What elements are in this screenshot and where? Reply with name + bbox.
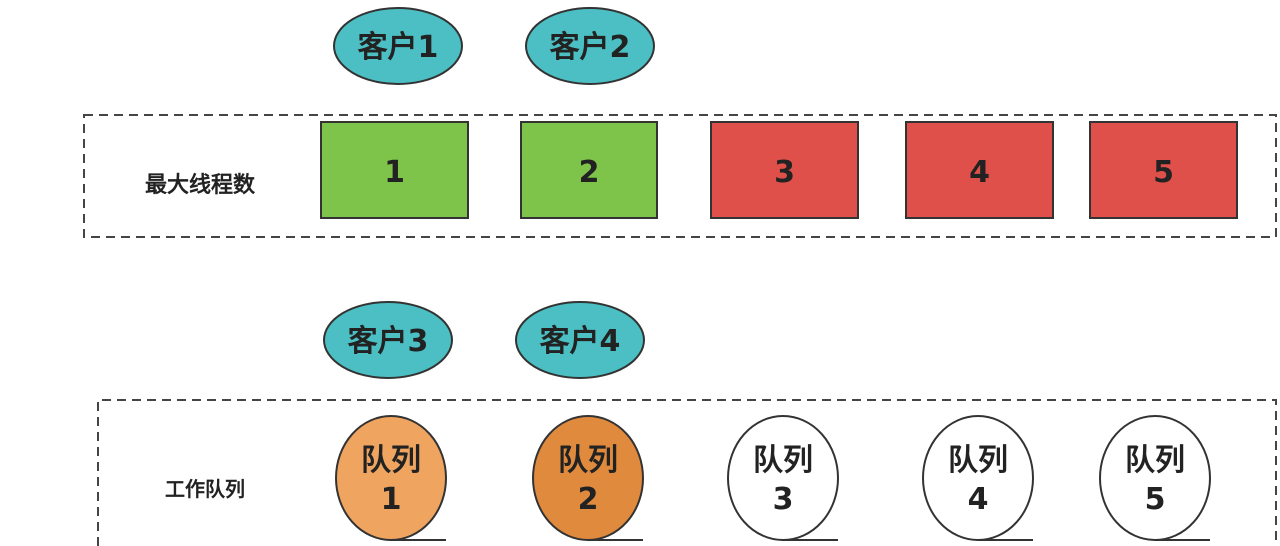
queue-number: 2 [578, 482, 599, 517]
client-label: 客户3 [348, 324, 429, 359]
queue-section: 工作队列 客户3 客户4 队列 1 队列 2 队列 3 队列 4 队列 5 [97, 301, 1277, 546]
thread-slot-5: 5 [1089, 121, 1238, 219]
queue-circle [335, 415, 447, 541]
client-2: 客户4 [515, 301, 645, 379]
queue-slot-2: 队列 2 [532, 415, 644, 541]
thread-number: 4 [969, 155, 990, 190]
client-label: 客户2 [550, 30, 631, 65]
queue-number: 3 [773, 482, 794, 517]
client-ellipse [333, 7, 463, 85]
queue-number: 1 [381, 482, 402, 517]
thread-number: 3 [774, 155, 795, 190]
queue-title: 队列 [361, 443, 421, 478]
queue-title: 队列 [753, 443, 813, 478]
queue-title: 队列 [1125, 443, 1185, 478]
threads-label: 最大线程数 [145, 172, 256, 198]
client-label: 客户1 [358, 30, 439, 65]
bottom-clients: 客户3 客户4 [323, 301, 645, 379]
client-label: 客户4 [540, 324, 621, 359]
thread-slot-2: 2 [520, 121, 658, 219]
queue-dashed-box [97, 399, 1277, 546]
client-1: 客户3 [323, 301, 453, 379]
queue-slot-1: 队列 1 [335, 415, 447, 541]
thread-rect [1089, 121, 1238, 219]
queue-circle [1099, 415, 1211, 541]
queue-circle [727, 415, 839, 541]
thread-slot-1: 1 [320, 121, 469, 219]
queue-slots: 队列 1 队列 2 队列 3 队列 4 队列 5 [335, 415, 1211, 541]
client-ellipse [323, 301, 453, 379]
client-1: 客户1 [333, 7, 463, 85]
queue-number: 4 [968, 482, 989, 517]
threads-section: 最大线程数 客户1 客户2 1 2 3 4 5 [83, 7, 1277, 238]
thread-rect [320, 121, 469, 219]
thread-rect [905, 121, 1054, 219]
client-ellipse [515, 301, 645, 379]
queue-number: 5 [1145, 482, 1166, 517]
top-clients: 客户1 客户2 [333, 7, 655, 85]
client-ellipse [525, 7, 655, 85]
queue-circle [532, 415, 644, 541]
thread-number: 1 [384, 155, 405, 190]
queue-circle [922, 415, 1034, 541]
queue-title: 队列 [948, 443, 1008, 478]
thread-rect [710, 121, 859, 219]
queue-slot-4: 队列 4 [922, 415, 1034, 541]
queue-slot-3: 队列 3 [727, 415, 839, 541]
thread-slot-3: 3 [710, 121, 859, 219]
queue-title: 队列 [558, 443, 618, 478]
thread-slot-4: 4 [905, 121, 1054, 219]
threads-dashed-box [83, 114, 1277, 238]
thread-rect [520, 121, 658, 219]
queue-label: 工作队列 [165, 477, 245, 501]
thread-number: 2 [579, 155, 600, 190]
thread-number: 5 [1153, 155, 1174, 190]
client-2: 客户2 [525, 7, 655, 85]
thread-slots: 1 2 3 4 5 [320, 121, 1238, 219]
queue-slot-5: 队列 5 [1099, 415, 1211, 541]
